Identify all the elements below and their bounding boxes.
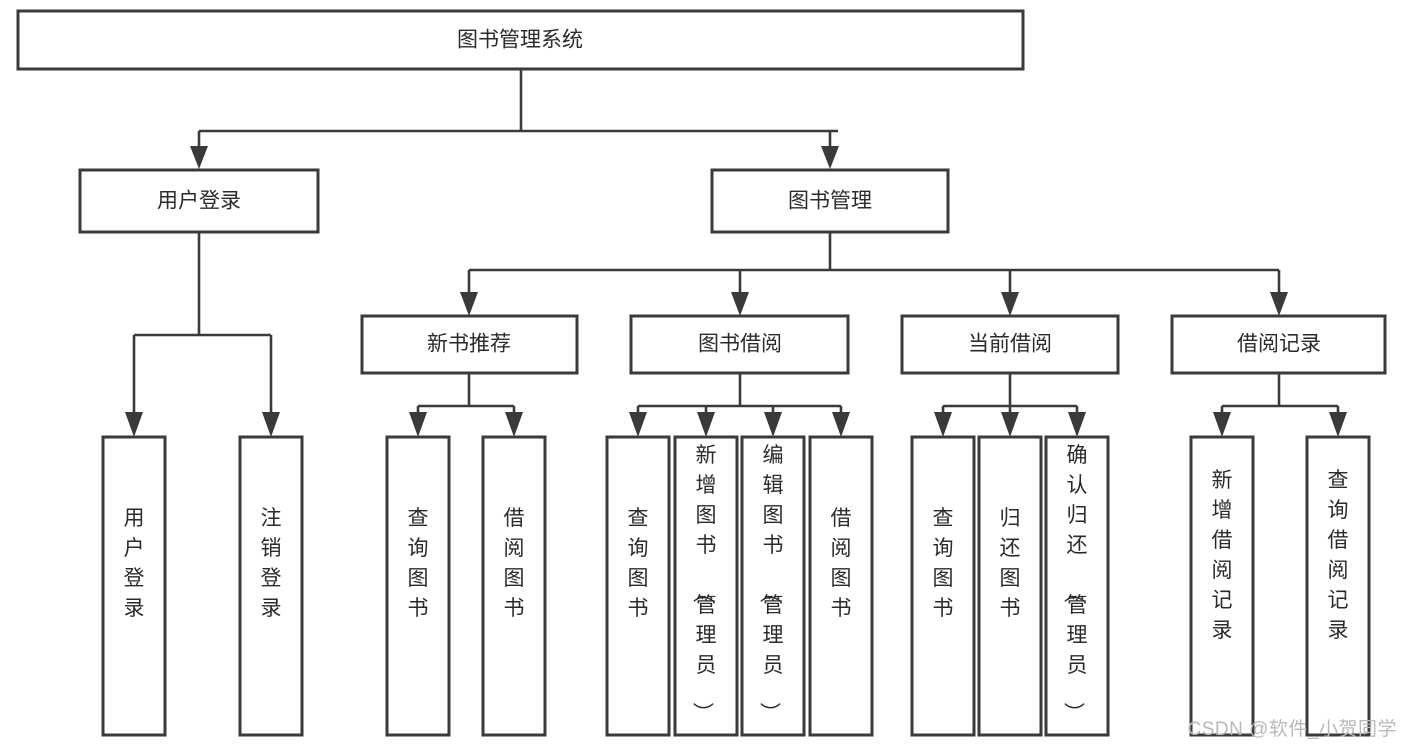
node-book-borrow[interactable]: 图书借阅 bbox=[629, 314, 850, 375]
leaf-current-confirm-return[interactable]: 确认归还（管理员） bbox=[1044, 435, 1110, 737]
leaf-logout-box[interactable] bbox=[238, 435, 304, 737]
arrow-to-user-login bbox=[190, 146, 208, 169]
node-user-login-label: 用户登录 bbox=[157, 190, 241, 213]
leaf-recommend-query-book[interactable]: 查询图书 bbox=[385, 435, 451, 737]
node-current-borrow-label: 当前借阅 bbox=[968, 333, 1052, 356]
node-new-book-recommend-box[interactable] bbox=[360, 314, 579, 375]
arrow-to-borrow-record bbox=[1270, 292, 1288, 316]
leaf-current-query-book-box[interactable] bbox=[910, 435, 976, 737]
arrow-to-leaf-user-login bbox=[125, 412, 143, 437]
node-user-login-box[interactable] bbox=[78, 168, 320, 234]
leaf-recommend-borrow-book[interactable]: 借阅图书 bbox=[481, 435, 547, 737]
leaf-borrow-edit-book-label: 编辑图书（管理员） bbox=[758, 444, 784, 723]
node-root[interactable]: 图书管理系统 bbox=[16, 9, 1025, 71]
edge-recommend-trunk bbox=[416, 374, 516, 420]
edges-layer bbox=[125, 69, 1347, 437]
leaf-borrow-borrow-book-box[interactable] bbox=[808, 435, 874, 737]
edge-bookmanage-trunk bbox=[467, 233, 1281, 300]
leaf-current-query-book-label: 查询图书 bbox=[933, 507, 954, 620]
leaf-current-return-book-box[interactable] bbox=[977, 435, 1043, 737]
leaf-current-return-book-label: 归还图书 bbox=[1000, 507, 1021, 620]
node-new-book-recommend[interactable]: 新书推荐 bbox=[360, 314, 579, 375]
leaf-borrow-edit-book[interactable]: 编辑图书（管理员） bbox=[740, 435, 806, 737]
arrow-to-leaf-return-book bbox=[1001, 412, 1019, 437]
arrow-to-current-borrow bbox=[1001, 292, 1019, 316]
leaf-borrow-borrow-book-label: 借阅图书 bbox=[831, 507, 852, 620]
node-book-manage-box[interactable] bbox=[710, 168, 950, 234]
arrow-to-leaf-query-record bbox=[1329, 412, 1347, 437]
node-new-book-recommend-label: 新书推荐 bbox=[427, 333, 511, 356]
leaf-user-login-label: 用户登录 bbox=[124, 507, 145, 620]
arrow-to-new-book-recommend bbox=[460, 292, 478, 316]
edge-userlogin-trunk bbox=[132, 233, 273, 420]
node-book-borrow-box[interactable] bbox=[629, 314, 850, 375]
arrow-to-leaf-query-book-3 bbox=[934, 412, 952, 437]
node-book-borrow-label: 图书借阅 bbox=[698, 333, 782, 356]
node-root-box[interactable] bbox=[16, 9, 1025, 71]
leaf-borrow-borrow-book[interactable]: 借阅图书 bbox=[808, 435, 874, 737]
leaf-current-query-book[interactable]: 查询图书 bbox=[910, 435, 976, 737]
leaf-record-add[interactable]: 新增借阅记录 bbox=[1189, 435, 1255, 737]
arrow-to-leaf-confirm-return bbox=[1068, 412, 1086, 437]
leaf-current-confirm-return-box[interactable] bbox=[1044, 435, 1110, 737]
leaf-borrow-query-book-box[interactable] bbox=[605, 435, 671, 737]
edge-borrowrecord-trunk bbox=[1220, 374, 1340, 420]
leaf-current-confirm-return-label: 确认归还（管理员） bbox=[1062, 444, 1088, 723]
arrow-to-leaf-query-book-2 bbox=[629, 412, 647, 437]
watermark-text: CSDN @软件_小贺同学 bbox=[1187, 719, 1397, 740]
leaf-record-query-label: 查询借阅记录 bbox=[1328, 469, 1349, 642]
leaf-borrow-query-book-label: 查询图书 bbox=[628, 507, 649, 620]
arrow-to-book-borrow bbox=[731, 292, 749, 316]
leaf-current-return-book[interactable]: 归还图书 bbox=[977, 435, 1043, 737]
node-borrow-record[interactable]: 借阅记录 bbox=[1170, 314, 1387, 375]
leaf-borrow-add-book-box[interactable] bbox=[673, 435, 739, 737]
leaf-recommend-query-book-box[interactable] bbox=[385, 435, 451, 737]
leaf-recommend-query-book-label: 查询图书 bbox=[408, 507, 429, 620]
leaf-recommend-borrow-book-label: 借阅图书 bbox=[504, 507, 525, 620]
leaf-logout-label: 注销登录 bbox=[261, 507, 282, 620]
arrow-to-leaf-logout bbox=[262, 412, 280, 437]
arrow-to-book-manage bbox=[821, 146, 839, 169]
leaf-borrow-add-book-label: 新增图书（管理员） bbox=[691, 444, 717, 723]
leaf-record-query[interactable]: 查询借阅记录 bbox=[1305, 435, 1371, 737]
arrow-to-leaf-add-book bbox=[697, 412, 715, 437]
arrow-to-leaf-borrow-book-2 bbox=[832, 412, 850, 437]
leaf-logout[interactable]: 注销登录 bbox=[238, 435, 304, 737]
node-book-manage[interactable]: 图书管理 bbox=[710, 168, 950, 234]
node-current-borrow-box[interactable] bbox=[900, 314, 1120, 375]
leaf-record-add-label: 新增借阅记录 bbox=[1212, 469, 1233, 642]
edge-bookborrow-trunk bbox=[636, 374, 843, 420]
arrow-to-leaf-edit-book bbox=[764, 412, 782, 437]
leaf-user-login-box[interactable] bbox=[101, 435, 167, 737]
leaf-record-add-box[interactable] bbox=[1189, 435, 1255, 737]
node-user-login[interactable]: 用户登录 bbox=[78, 168, 320, 234]
leaf-recommend-borrow-book-box[interactable] bbox=[481, 435, 547, 737]
leaf-borrow-query-book[interactable]: 查询图书 bbox=[605, 435, 671, 737]
node-book-manage-label: 图书管理 bbox=[788, 190, 872, 213]
leaf-borrow-add-book[interactable]: 新增图书（管理员） bbox=[673, 435, 739, 737]
arrow-to-leaf-query-book-1 bbox=[409, 412, 427, 437]
node-current-borrow[interactable]: 当前借阅 bbox=[900, 314, 1120, 375]
leaf-borrow-edit-book-box[interactable] bbox=[740, 435, 806, 737]
leaf-record-query-box[interactable] bbox=[1305, 435, 1371, 737]
leaf-user-login[interactable]: 用户登录 bbox=[101, 435, 167, 737]
arrow-to-leaf-add-record bbox=[1213, 412, 1231, 437]
node-root-label: 图书管理系统 bbox=[457, 29, 583, 52]
node-borrow-record-box[interactable] bbox=[1170, 314, 1387, 375]
node-borrow-record-label: 借阅记录 bbox=[1237, 333, 1321, 356]
edge-root-trunk bbox=[197, 69, 838, 155]
arrow-to-leaf-borrow-book-1 bbox=[505, 412, 523, 437]
